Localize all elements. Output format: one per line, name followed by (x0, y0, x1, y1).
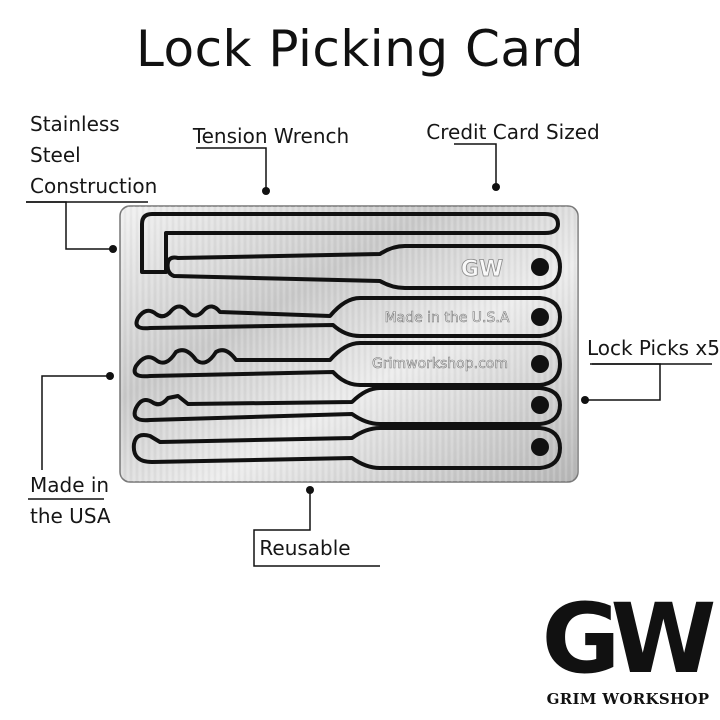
callout-stainless-line-1: Stainless (30, 112, 120, 136)
lock-pick-hook-outline (165, 244, 562, 290)
grim-workshop-logo: GW (542, 583, 720, 695)
dot-tension (262, 187, 270, 195)
lock-pick-city-rake-outline (132, 386, 562, 426)
page-title: Lock Picking Card (136, 20, 584, 78)
callout-reusable: Reusable (259, 536, 351, 560)
tension-wrench-outline (140, 212, 560, 274)
dot-lockpicks (581, 396, 589, 404)
dot-reusable (306, 486, 314, 494)
leader-lockpicks (588, 363, 661, 401)
card-etch-website: Grimworkshop.com (372, 356, 508, 372)
lock-pick-snake-rake-outline (134, 296, 562, 338)
callout-stainless-steel: Stainless Steel Construction (30, 109, 157, 202)
leader-tension (196, 147, 267, 188)
leader-made-usa (41, 375, 108, 470)
leader-stainless (26, 201, 110, 250)
card-logo-mark: GW (461, 257, 503, 282)
dot-stainless (109, 245, 117, 253)
pick-hole-3 (531, 355, 549, 373)
dot-made-usa (106, 372, 114, 380)
pick-hole-2 (531, 308, 549, 326)
logo-gw-mark: GW (542, 583, 714, 695)
callout-made-line-1: Made in (30, 473, 110, 497)
leader-credit (454, 143, 497, 184)
callout-stainless-line-3: Construction (30, 174, 158, 198)
callout-stainless-line-2: Steel (30, 143, 81, 167)
dot-credit (492, 183, 500, 191)
callout-credit-card-sized: Credit Card Sized (426, 120, 600, 144)
pick-hole-1 (531, 258, 549, 276)
pick-hole-4 (531, 396, 549, 414)
callout-dots (106, 183, 589, 494)
card-etch-made-in-usa: Made in the U.S.A (385, 310, 510, 326)
lock-pick-ball-outline (131, 426, 562, 470)
pick-hole-5 (531, 438, 549, 456)
callout-made-in-usa: Made in the USA (30, 470, 111, 532)
callout-leaders (26, 143, 712, 567)
leader-reusable (253, 492, 380, 567)
callout-lock-picks: Lock Picks x5 (586, 336, 720, 360)
callout-made-line-2: the USA (30, 504, 111, 528)
lock-pick-wave-rake-outline (132, 341, 562, 387)
callout-tension-wrench: Tension Wrench (192, 124, 350, 148)
brand-name: GRIM WORKSHOP (546, 690, 710, 708)
